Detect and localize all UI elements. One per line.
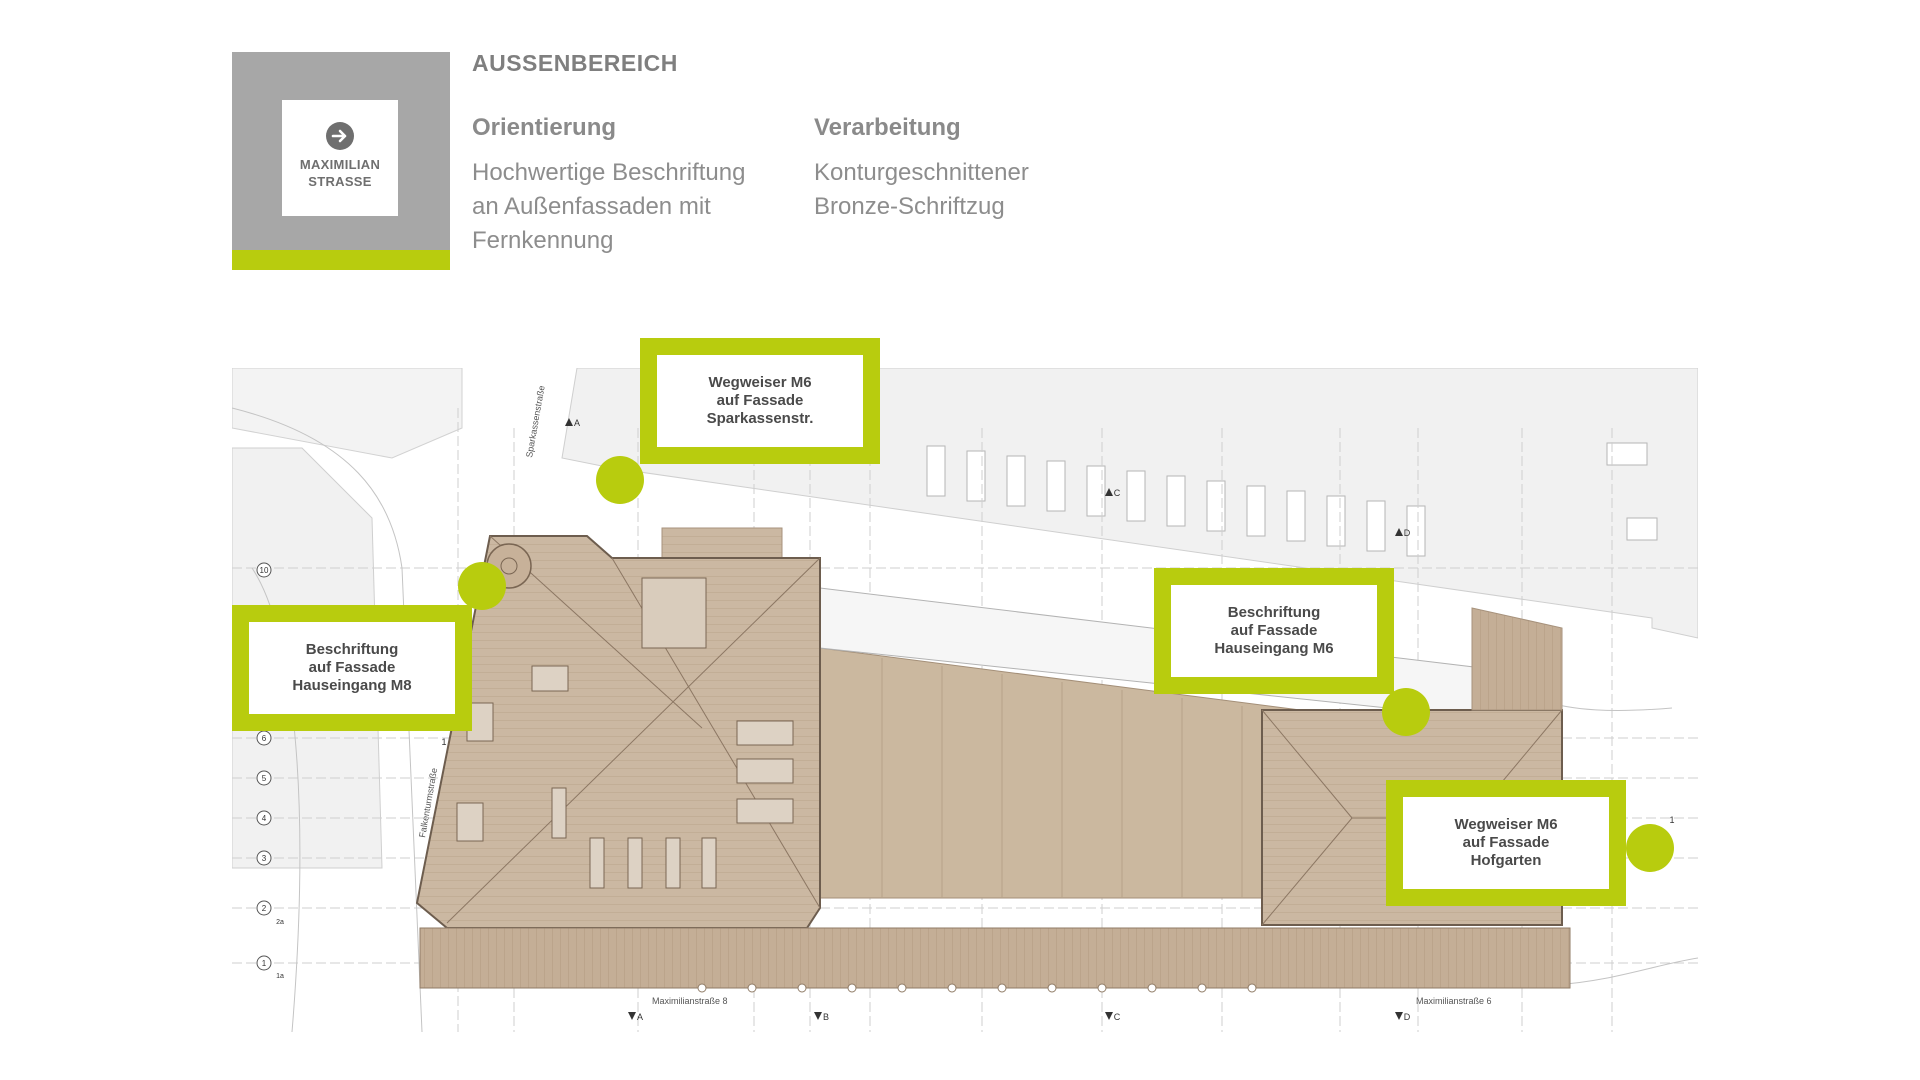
orientation-heading: Orientierung	[472, 114, 617, 141]
roof-windows	[456, 577, 794, 889]
arrow-right-circle-icon	[326, 122, 354, 150]
callout-hofgarten: Wegweiser M6 auf Fassade Hofgarten	[1386, 780, 1626, 906]
sign-text-line2: STRASSE	[308, 174, 372, 189]
axis-marker-bottom: B	[823, 1012, 829, 1022]
orientation-line: Hochwertige Beschriftung	[472, 159, 746, 186]
processing-column: Verarbeitung Konturgeschnittener Bronze-…	[814, 114, 1134, 224]
accent-bar	[232, 250, 450, 270]
grid-row-label: 5	[262, 774, 267, 783]
grid-row-label: 1	[262, 959, 267, 968]
parking-slots	[926, 442, 1658, 557]
axis-marker-bottom: D	[1404, 1012, 1411, 1022]
axis-marker-bottom: A	[637, 1012, 643, 1022]
callout-sparkassen-marker	[596, 456, 644, 504]
processing-heading: Verarbeitung	[814, 114, 961, 141]
address-left: Maximilianstraße 8	[652, 996, 728, 1006]
section-marker: 1	[441, 737, 446, 747]
sign-panel: MAXIMILIAN STRASSE	[232, 52, 450, 270]
axis-marker-top: C	[1114, 488, 1121, 498]
axis-marker-top: A	[574, 418, 580, 428]
axis-marker-bottom: C	[1114, 1012, 1121, 1022]
processing-text: Konturgeschnittener Bronze-Schriftzug	[814, 156, 1134, 224]
callout-hofgarten-label: Wegweiser M6 auf Fassade Hofgarten	[1454, 816, 1558, 869]
section-title: AUSSENBEREICH	[472, 50, 678, 76]
callout-sparkassen: Wegweiser M6 auf Fassade Sparkassenstr.	[640, 338, 880, 464]
section-marker: 1	[1669, 815, 1674, 825]
callout-hofgarten-marker	[1626, 824, 1674, 872]
callout-hauseingang-m6: Beschriftung auf Fassade Hauseingang M6	[1154, 568, 1394, 694]
orientation-text: Hochwertige Beschriftung an Außenfassade…	[472, 156, 792, 258]
grid-row-label: 6	[262, 734, 267, 743]
callout-hauseingang-m6-marker	[1382, 688, 1430, 736]
street-sign-card: MAXIMILIAN STRASSE	[282, 100, 398, 216]
arcade-strip	[419, 927, 1571, 989]
callout-hauseingang-m8-label: Beschriftung auf Fassade Hauseingang M8	[292, 641, 412, 694]
callout-hauseingang-m8-marker	[458, 562, 506, 610]
processing-line: Bronze-Schriftzug	[814, 193, 1005, 220]
orientation-line: Fernkennung	[472, 227, 614, 254]
roof-right-strip	[1471, 607, 1563, 711]
grid-row-label: 1a	[276, 973, 284, 980]
sign-text-line1: MAXIMILIAN	[299, 157, 381, 172]
orientation-column: Orientierung Hochwertige Beschriftung an…	[472, 114, 792, 258]
callout-sparkassen-label: Wegweiser M6 auf Fassade Sparkassenstr.	[706, 374, 814, 427]
grid-row-label: 2a	[276, 919, 284, 926]
callout-hauseingang-m6-label: Beschriftung auf Fassade Hauseingang M6	[1214, 604, 1334, 657]
grid-row-label: 3	[262, 854, 267, 863]
grid-row-markers	[256, 562, 272, 971]
grid-row-label: 4	[262, 814, 267, 823]
orientation-line: an Außenfassaden mit	[472, 193, 711, 220]
grid-row-label: 2	[262, 904, 267, 913]
arcade-columns	[697, 983, 1257, 993]
address-right: Maximilianstraße 6	[1416, 996, 1492, 1006]
grid-row-label: 10	[260, 566, 269, 575]
neighbour-building-topleft	[232, 368, 463, 459]
axis-marker-top: D	[1404, 528, 1411, 538]
axis-arrows	[565, 418, 1403, 1020]
processing-line: Konturgeschnittener	[814, 159, 1029, 186]
callout-hauseingang-m8: Beschriftung auf Fassade Hauseingang M8	[232, 605, 472, 731]
